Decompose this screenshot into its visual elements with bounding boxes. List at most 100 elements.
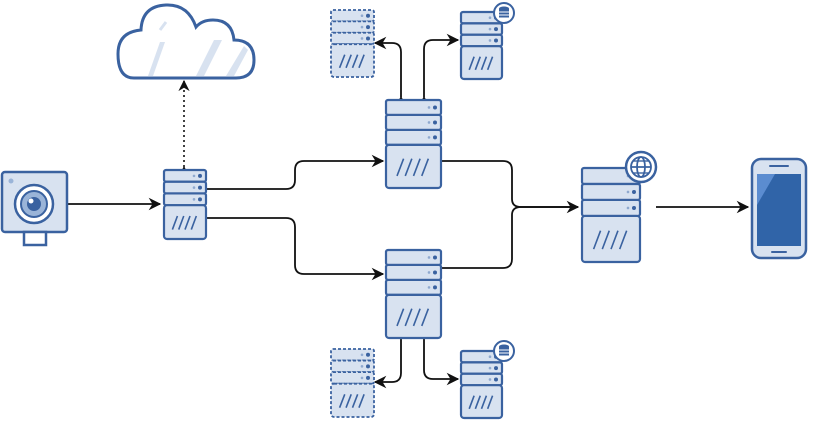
bottom-backup-server bbox=[330, 348, 375, 418]
led-indicator bbox=[488, 355, 492, 358]
vent-line bbox=[351, 394, 359, 408]
edge-top-server-top-database bbox=[417, 33, 460, 109]
server-base bbox=[384, 293, 443, 340]
top-backup-server bbox=[330, 9, 375, 78]
vent-line bbox=[404, 308, 413, 327]
led-indicator bbox=[433, 285, 437, 290]
drive-bay bbox=[384, 98, 443, 117]
led-indicator bbox=[433, 135, 437, 140]
edge-top-server-web-server bbox=[441, 160, 580, 214]
server-base bbox=[330, 43, 375, 78]
led-indicator bbox=[626, 190, 630, 194]
led-indicator bbox=[366, 352, 370, 357]
led-indicator bbox=[433, 105, 437, 110]
led-indicator bbox=[488, 27, 492, 31]
drive-bay bbox=[384, 128, 443, 146]
led-indicator bbox=[366, 364, 370, 369]
led-indicator bbox=[360, 37, 364, 40]
led-indicator bbox=[366, 375, 370, 380]
vent-line bbox=[396, 158, 405, 177]
top-database-server bbox=[459, 10, 504, 81]
drive-bay bbox=[384, 248, 443, 267]
led-indicator bbox=[488, 39, 492, 42]
vent-line bbox=[610, 230, 619, 250]
web-server bbox=[580, 166, 642, 264]
vent-line bbox=[351, 54, 359, 69]
drive-bay bbox=[384, 278, 443, 296]
led-indicator bbox=[366, 36, 370, 41]
edge-top-server-top-backup bbox=[373, 36, 408, 109]
smartphone-icon bbox=[750, 157, 808, 260]
led-indicator bbox=[632, 205, 636, 210]
top-server bbox=[384, 98, 443, 190]
database-icon bbox=[493, 340, 515, 362]
led-indicator bbox=[366, 25, 370, 30]
vent-line bbox=[480, 56, 488, 71]
led-indicator bbox=[488, 378, 492, 381]
led-indicator bbox=[198, 173, 202, 178]
vent-line bbox=[190, 215, 198, 230]
led-indicator bbox=[494, 377, 498, 382]
cloud-icon bbox=[116, 3, 256, 80]
bottom-server bbox=[384, 248, 443, 340]
server-base bbox=[459, 384, 504, 420]
edge-gateway-top-server bbox=[206, 154, 385, 190]
edge-bottom-server-bottom-backup bbox=[373, 328, 408, 389]
led-indicator bbox=[427, 136, 431, 139]
led-indicator bbox=[192, 186, 196, 189]
led-indicator bbox=[360, 14, 364, 17]
edge-bottom-server-bottom-database bbox=[417, 328, 460, 386]
led-indicator bbox=[360, 25, 364, 29]
edge-bottom-server-web-server bbox=[441, 206, 578, 269]
server-base bbox=[162, 204, 208, 241]
led-indicator bbox=[427, 256, 431, 259]
server-base bbox=[384, 143, 443, 190]
gateway-server bbox=[162, 168, 208, 241]
vent-line bbox=[421, 158, 430, 177]
vent-line bbox=[468, 395, 475, 410]
vent-line bbox=[345, 54, 352, 69]
vent-line bbox=[474, 395, 482, 410]
led-indicator bbox=[427, 286, 431, 289]
database-icon bbox=[493, 2, 515, 24]
vent-line bbox=[412, 308, 421, 327]
vent-line bbox=[396, 308, 405, 327]
globe-icon bbox=[624, 150, 658, 184]
vent-line bbox=[480, 395, 488, 410]
led-indicator bbox=[427, 121, 431, 124]
vent-line bbox=[404, 158, 413, 177]
drive-bay bbox=[580, 182, 642, 202]
led-indicator bbox=[494, 27, 498, 32]
vent-line bbox=[338, 54, 346, 69]
led-indicator bbox=[360, 353, 364, 357]
led-indicator bbox=[366, 13, 370, 18]
vent-line bbox=[474, 56, 482, 71]
led-indicator bbox=[198, 197, 202, 202]
led-indicator bbox=[360, 365, 364, 368]
vent-line bbox=[412, 158, 421, 177]
vent-line bbox=[486, 56, 494, 71]
vent-line bbox=[592, 230, 602, 250]
vent-line bbox=[468, 56, 475, 71]
led-indicator bbox=[433, 120, 437, 125]
webcam-icon bbox=[0, 170, 69, 247]
vent-line bbox=[486, 395, 494, 410]
vent-line bbox=[184, 215, 191, 230]
led-indicator bbox=[427, 271, 431, 274]
led-indicator bbox=[488, 16, 492, 19]
led-indicator bbox=[632, 189, 636, 194]
server-base bbox=[580, 214, 642, 264]
led-indicator bbox=[433, 270, 437, 275]
led-indicator bbox=[488, 366, 492, 370]
vent-line bbox=[618, 230, 628, 250]
led-indicator bbox=[433, 255, 437, 260]
drive-bay bbox=[384, 263, 443, 282]
led-indicator bbox=[494, 366, 498, 371]
led-indicator bbox=[494, 38, 498, 43]
led-indicator bbox=[192, 198, 196, 201]
edge-gateway-bottom-server bbox=[206, 217, 385, 281]
drive-bay bbox=[580, 198, 642, 218]
server-base bbox=[459, 45, 504, 81]
vent-line bbox=[358, 54, 365, 69]
